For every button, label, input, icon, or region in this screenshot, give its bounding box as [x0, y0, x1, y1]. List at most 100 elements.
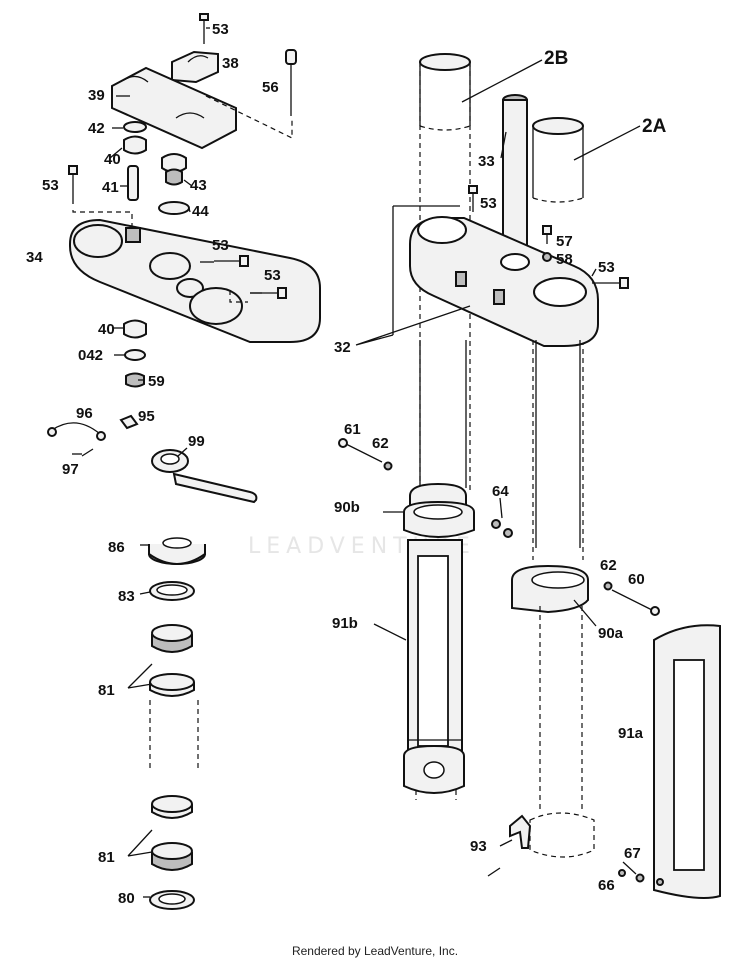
axle-clamp-90a — [511, 564, 589, 614]
fork-tube-2b-lower — [409, 340, 467, 514]
label-53-stem: 53 — [480, 195, 497, 212]
bearing-81-bottom — [151, 842, 193, 871]
label-97: 97 — [62, 461, 79, 478]
label-90b: 90b — [334, 499, 360, 516]
fork-leg-bottom-2b — [403, 744, 465, 800]
label-81-top: 81 — [98, 682, 115, 699]
steering-stem-outline — [149, 700, 199, 770]
handlebar-clamp-38 — [171, 50, 219, 84]
label-66: 66 — [598, 877, 615, 894]
upper-triple-clamp-32 — [409, 216, 599, 347]
label-34: 34 — [26, 249, 43, 266]
label-96: 96 — [76, 405, 93, 422]
label-83: 83 — [118, 588, 135, 605]
label-41: 41 — [102, 179, 119, 196]
label-81-bottom: 81 — [98, 849, 115, 866]
label-86: 86 — [108, 539, 125, 556]
bolt-53-top — [199, 13, 209, 44]
label-38: 38 — [222, 55, 239, 72]
label-60: 60 — [628, 571, 645, 588]
fork-tube-2a — [532, 117, 584, 560]
nut-59 — [125, 372, 145, 388]
label-59: 59 — [148, 373, 165, 390]
label-39: 39 — [88, 87, 105, 104]
bolt-61 — [343, 442, 383, 463]
leader-lines — [72, 27, 641, 898]
axle-clamp-90b — [403, 500, 475, 538]
label-80: 80 — [118, 890, 135, 907]
fork-tube-2b — [419, 53, 471, 490]
label-042: 042 — [78, 347, 103, 364]
washer-64-a — [491, 519, 501, 529]
bolt-53-left — [68, 165, 78, 204]
footer-credit: Rendered by LeadVenture, Inc. — [291, 944, 459, 958]
bolt-53-stem — [468, 185, 478, 212]
label-67: 67 — [624, 845, 641, 862]
nut-40-bottom — [123, 319, 147, 339]
bracket-93 — [509, 814, 532, 849]
lower-triple-clamp-34 — [69, 218, 321, 343]
label-53-top: 53 — [212, 21, 229, 38]
label-95: 95 — [138, 408, 155, 425]
screw-97 — [81, 448, 94, 457]
washer-42 — [123, 121, 147, 133]
bearing-81-top — [151, 624, 193, 653]
race-81-bottom — [151, 795, 193, 819]
label-2b: 2B — [544, 48, 568, 69]
bolt-57 — [542, 225, 552, 244]
washer-64-b — [503, 528, 513, 538]
label-32: 32 — [334, 339, 351, 356]
handlebar-clamp-39 — [111, 66, 237, 150]
label-91b: 91b — [332, 615, 358, 632]
dust-seal-86 — [148, 537, 206, 565]
screw-66 — [618, 869, 626, 877]
pin-41 — [127, 165, 139, 201]
label-62-left: 62 — [372, 435, 389, 452]
leader-dash-56 — [205, 95, 293, 139]
washer-58 — [542, 252, 552, 262]
label-53-clamp-a: 53 — [212, 237, 229, 254]
bolt-56 — [285, 49, 297, 116]
label-58: 58 — [556, 251, 573, 268]
label-2a: 2A — [642, 116, 667, 137]
label-42: 42 — [88, 120, 105, 137]
nut-40-top — [123, 135, 147, 155]
fork-leg-2a-lower — [529, 606, 595, 858]
washer-44 — [158, 201, 190, 215]
label-40-top: 40 — [104, 151, 121, 168]
washer-62-right — [603, 581, 613, 591]
label-64: 64 — [492, 483, 509, 500]
label-90a: 90a — [598, 625, 624, 642]
label-91a: 91a — [618, 725, 644, 742]
spanner-wrench-99 — [151, 449, 258, 504]
label-61: 61 — [344, 421, 361, 438]
fork-guard-91b — [407, 539, 463, 755]
label-62-right: 62 — [600, 557, 617, 574]
label-53-left: 53 — [42, 177, 59, 194]
label-93: 93 — [470, 838, 487, 855]
label-56: 56 — [262, 79, 279, 96]
race-81-top — [149, 673, 195, 697]
washer-042 — [124, 349, 146, 361]
screw-93 — [487, 867, 501, 877]
clip-95 — [119, 414, 139, 430]
label-53-right: 53 — [598, 259, 615, 276]
label-43: 43 — [190, 177, 207, 194]
label-57: 57 — [556, 233, 573, 250]
washer-62-left — [383, 461, 393, 471]
label-44: 44 — [192, 203, 209, 220]
part-labels: 53 38 39 56 42 40 41 43 44 53 34 53 53 4… — [26, 21, 667, 907]
label-53-clamp-b: 53 — [264, 267, 281, 284]
label-99: 99 — [188, 433, 205, 450]
bolt-53-clamp-a — [214, 255, 249, 267]
label-40-bottom: 40 — [98, 321, 115, 338]
bolt-53-right — [592, 277, 629, 289]
fork-guard-91a — [653, 624, 721, 899]
bolt-60 — [611, 589, 653, 611]
cable-96 — [51, 422, 101, 435]
steering-stem-33 — [502, 94, 528, 272]
fork-tube-2a-lower — [535, 340, 581, 548]
label-33: 33 — [478, 153, 495, 170]
washer-67 — [635, 873, 645, 883]
